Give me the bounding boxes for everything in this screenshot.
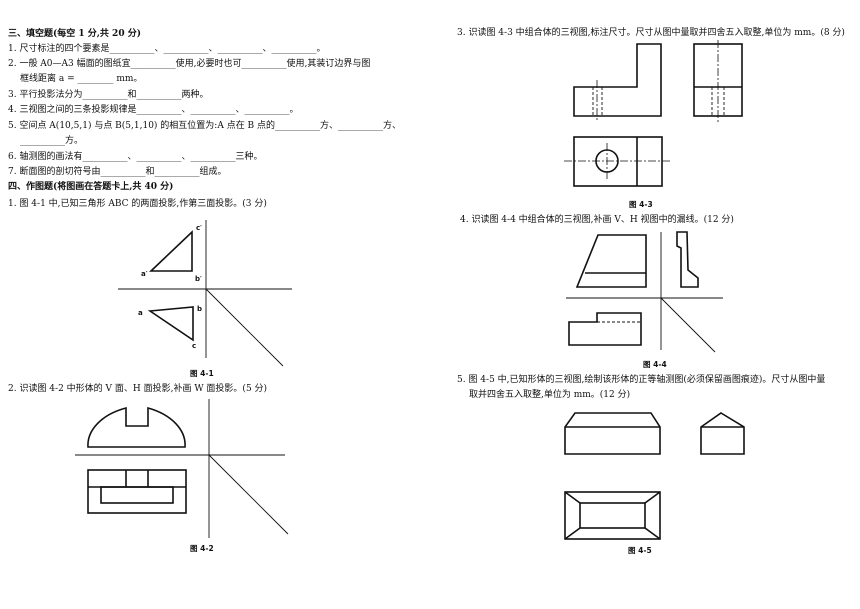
top-view-rect (564, 491, 661, 540)
section-3-heading: 三、填空题(每空 1 分,共 20 分) (8, 29, 141, 39)
label-c-prime: c′ (196, 224, 202, 232)
question-3-2-line2: 框线距离 a = ________ mm。 (20, 74, 143, 84)
front-view-pentagon (564, 412, 661, 455)
question-4-2: 2. 识读图 4-2 中形体的 V 面、H 面投影,补画 W 面投影。(5 分) (8, 384, 268, 394)
question-3-5-line2: __________方。 (20, 136, 84, 146)
label-b: b (197, 305, 202, 313)
side-view-profile (676, 231, 699, 288)
question-3-1: 1. 尺寸标注的四个要素是__________、__________、_____… (8, 44, 326, 54)
question-3-2-line1: 2. 一般 A0—A3 幅面的图纸宜__________使用,必要时也可____… (8, 59, 371, 69)
top-view-outer (87, 469, 187, 514)
top-view-inner (579, 502, 646, 529)
projection-45-line (660, 297, 716, 353)
question-4-5-line1: 5. 图 4-5 中,已知形体的三视图,绘制该形体的正等轴测图(必须保留画图痕迹… (457, 375, 826, 385)
question-4-5-line2: 取并四舍五入取整,单位为 mm。(12 分) (469, 390, 631, 400)
question-3-7: 7. 断面图的剖切符号由__________和__________组成。 (8, 167, 227, 177)
front-view-l-shape (573, 43, 662, 117)
front-view-semicircle-with-slot (87, 406, 186, 448)
question-3-4: 4. 三视图之间的三条投影规律是__________、__________、__… (8, 105, 299, 115)
label-b-prime: b′ (195, 275, 202, 283)
question-4-1: 1. 图 4-1 中,已知三角形 ABC 的两面投影,作第三面投影。(3 分) (8, 199, 267, 209)
top-view-stepped (568, 312, 642, 346)
projection-45-line (205, 288, 284, 367)
figure-4-1-drawing: c′ a′ b′ a b c (118, 220, 292, 367)
figure-4-2-caption: 图 4-2 (190, 544, 214, 553)
figure-4-3-drawing (564, 40, 743, 187)
figure-4-5-caption: 图 4-5 (628, 546, 652, 555)
question-3-3: 3. 平行投影法分为__________和__________两种。 (8, 90, 209, 100)
label-a: a (138, 309, 143, 317)
figure-4-3-caption: 图 4-3 (629, 200, 653, 209)
section-4-heading: 四、作图题(将图画在答题卡上,共 40 分) (8, 182, 174, 192)
projection-45-line (208, 454, 289, 535)
top-view-rect (573, 136, 663, 187)
side-view-house (700, 412, 745, 455)
figure-4-4-caption: 图 4-4 (643, 360, 667, 369)
figure-4-4-drawing (566, 231, 723, 353)
label-a-prime: a′ (141, 270, 148, 278)
question-3-5-line1: 5. 空间点 A(10,5,1) 与点 B(5,1,10) 的相互位置为:A 点… (8, 121, 402, 131)
question-4-4: 4. 识读图 4-4 中组合体的三视图,补画 V、H 视图中的漏线。(12 分) (460, 215, 734, 225)
label-c: c (192, 342, 196, 350)
figure-4-1-caption: 图 4-1 (190, 369, 214, 378)
figure-4-2-drawing (75, 399, 289, 538)
question-4-3: 3. 识读图 4-3 中组合体的三视图,标注尺寸。尺寸从图中量取并四舍五入取整,… (457, 28, 845, 38)
figure-4-5-drawing (564, 412, 745, 540)
triangle-v-projection (148, 230, 193, 272)
front-view-trapezoid (575, 234, 647, 288)
question-3-6: 6. 轴测图的画法有__________、__________、________… (8, 152, 263, 162)
triangle-h-projection (147, 306, 194, 342)
top-view-inner (100, 486, 174, 504)
